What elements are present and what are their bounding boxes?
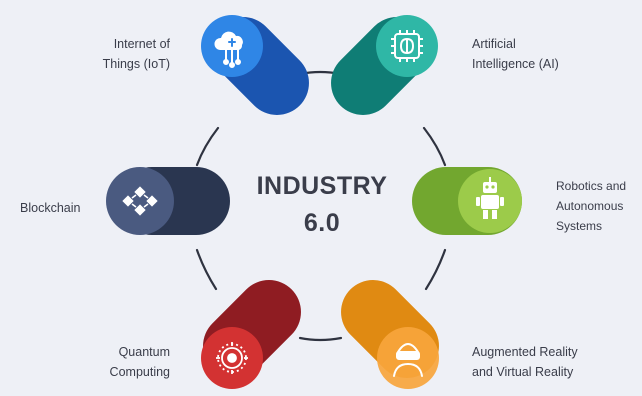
label-robotics-line2: Autonomous [556,199,624,213]
node-ai [331,15,438,115]
label-blockchain: Blockchain [20,198,110,218]
label-iot-line2: Things (IoT) [102,57,170,71]
node-iot [201,15,309,115]
ring-arc-top-right [422,126,447,167]
ai-chip-brain-icon [391,30,423,62]
node-blockchain-circle [106,167,174,235]
label-ar-vr: Augmented Reality and Virtual Reality [472,342,622,382]
label-ai-line1: Artificial [472,37,516,51]
node-ar-vr [341,280,439,389]
blockchain-cubes-icon [122,186,158,216]
label-ar-vr-line2: and Virtual Reality [472,365,574,379]
label-ai: Artificial Intelligence (AI) [472,34,612,74]
label-robotics: Robotics and Autonomous Systems [556,176,642,236]
label-iot-line1: Internet of [113,37,170,51]
label-ar-vr-line1: Augmented Reality [472,345,578,359]
center-title-line2: 6.0 [303,209,341,237]
ring-arc-top-left [195,126,220,167]
label-iot: Internet of Things (IoT) [60,34,170,74]
node-quantum [201,280,301,389]
node-robotics [412,167,522,235]
label-ai-line2: Intelligence (AI) [472,57,559,71]
robot-icon [476,177,504,219]
quantum-atom-icon [216,342,248,374]
center-title: INDUSTRY 6.0 [222,168,422,242]
label-quantum-line2: Computing [109,365,170,379]
cloud-network-icon [214,31,243,68]
label-quantum: Quantum Computing [60,342,170,382]
ring-arc-bottom-left [195,248,218,291]
node-blockchain [106,167,230,235]
label-blockchain-line1: Blockchain [20,201,81,215]
label-quantum-line1: Quantum [118,345,170,359]
label-robotics-line1: Robotics and [556,179,627,193]
label-robotics-line3: Systems [556,219,603,233]
ring-arcs [195,70,447,342]
center-title-line1: INDUSTRY [256,172,388,200]
ring-arc-bottom [298,336,343,342]
ring-arc-bottom-right [424,248,447,291]
vr-headset-person-icon [393,343,423,377]
